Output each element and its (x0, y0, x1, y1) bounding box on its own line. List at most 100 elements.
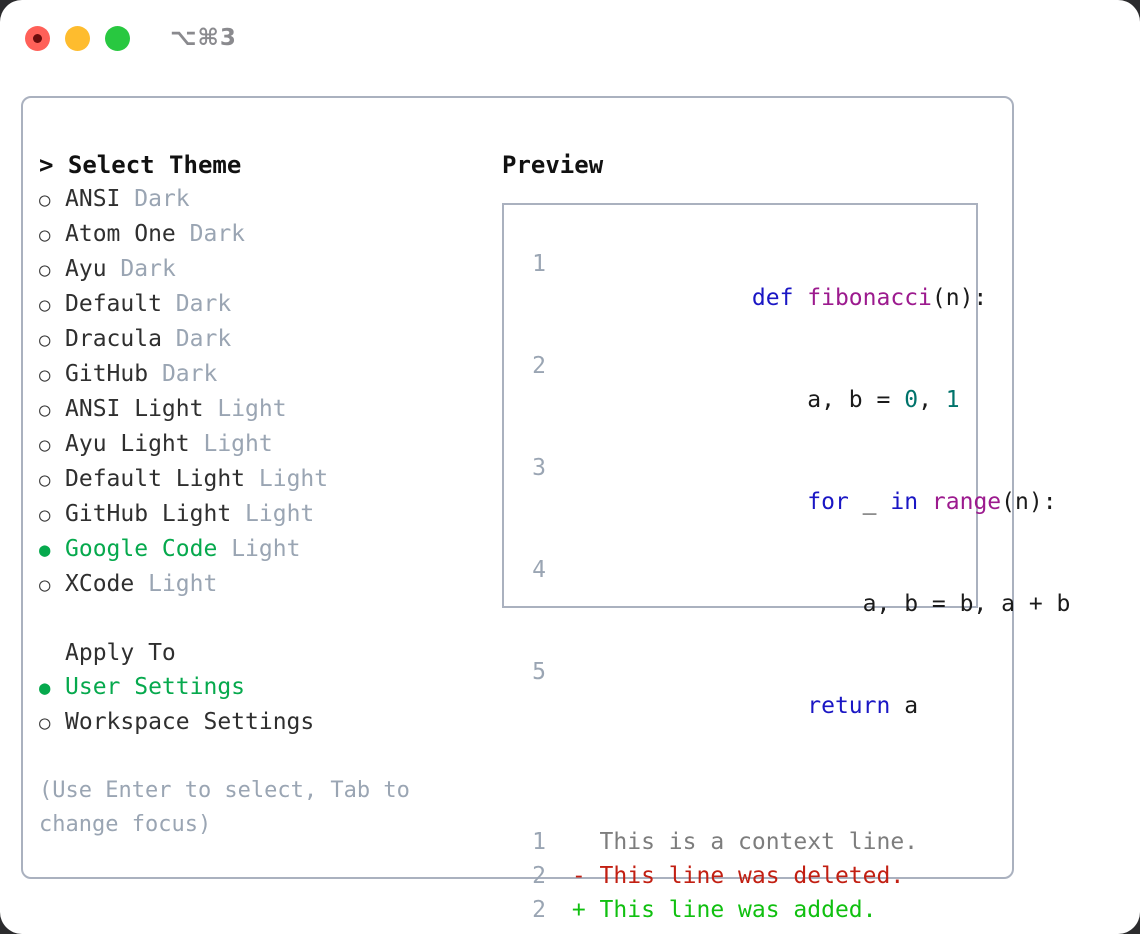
diff-content: This is a context line. (558, 829, 919, 855)
preview-spacer (516, 791, 976, 825)
code-token (918, 489, 932, 515)
theme-variant-tag (134, 567, 148, 601)
theme-variant-tag (107, 252, 121, 286)
theme-variant-label: Dark (175, 291, 232, 317)
section-spacer (39, 602, 499, 636)
theme-variant-tag (203, 392, 217, 426)
code-token: 1 (945, 387, 960, 413)
theme-name: XCode (65, 571, 135, 597)
code-line: 2 a, b = 0, 1 (516, 349, 976, 451)
theme-name: Ayu Light (65, 431, 190, 457)
code-token: range (931, 489, 1002, 515)
diff-line-removed: 2 - This line was deleted. (516, 859, 976, 893)
radio-icon: ○ (39, 574, 51, 596)
line-number: 2 (532, 897, 546, 923)
code-token: 0 (904, 387, 919, 413)
theme-variant-label: Dark (161, 361, 218, 387)
theme-list-item[interactable]: ○ GitHub Dark (39, 357, 499, 392)
radio-icon: ○ (39, 364, 51, 386)
radio-icon: ○ (39, 469, 51, 491)
apply-to-label: User Settings (65, 674, 246, 700)
theme-variant-tag (148, 357, 162, 391)
theme-list-item[interactable]: ○ XCode Light (39, 567, 499, 602)
radio-icon: ○ (39, 399, 51, 421)
theme-list-item[interactable]: ○ Ayu Dark (39, 252, 499, 287)
theme-name: Default (65, 291, 162, 317)
minimize-button[interactable] (65, 25, 90, 51)
theme-variant-label: Dark (120, 256, 176, 282)
theme-variant-label: Light (203, 431, 273, 457)
theme-list-item[interactable]: ○ Ayu Light Light (39, 427, 499, 462)
radio-icon-selected: ● (39, 539, 51, 561)
theme-list-item[interactable]: ○ ANSI Light Light (39, 392, 499, 427)
theme-variant-label: Dark (134, 186, 190, 212)
code-token: for (807, 489, 849, 515)
preview-box: 1 def fibonacci(n): 2 a, b = 0, 1 3 (502, 203, 1070, 923)
theme-variant-label: Light (148, 571, 218, 597)
theme-variant-label: Light (217, 396, 287, 422)
keyboard-shortcut-label: ⌥⌘3 (170, 25, 237, 51)
title-bar: ⌥⌘3 (0, 0, 1140, 76)
line-number: 5 (532, 659, 546, 685)
radio-icon: ○ (39, 434, 51, 456)
theme-list-item[interactable]: ○ GitHub Light Light (39, 497, 499, 532)
code-token (752, 489, 807, 515)
code-token: (n): (1001, 489, 1057, 515)
code-line: 1 def fibonacci(n): (516, 247, 987, 349)
apply-to-item[interactable]: ○ Workspace Settings (39, 705, 499, 740)
code-token: a, b = b, a + b (751, 591, 1071, 617)
code-line: 4 a, b = b, a + b (516, 553, 1070, 655)
preview-spacer (516, 757, 976, 791)
preview-heading: Preview (502, 151, 604, 179)
radio-icon: ○ (39, 329, 51, 351)
code-token: , (918, 387, 946, 413)
diff-line-context: 1 This is a context line. (516, 825, 976, 859)
theme-list-item[interactable]: ○ Dracula Dark (39, 322, 499, 357)
diff-sample: 1 This is a context line. 2 - This line … (516, 825, 976, 927)
maximize-button[interactable] (105, 25, 130, 51)
apply-to-item-selected[interactable]: ● User Settings (39, 670, 499, 705)
code-token: fibonacci (807, 285, 932, 311)
diff-content: - This line was deleted. (558, 863, 905, 889)
apply-to-heading: Apply To (65, 640, 176, 666)
diff-line-added: 2 + This line was added. (516, 893, 976, 927)
theme-variant-label: Light (245, 501, 315, 527)
code-token: return (807, 693, 891, 719)
code-token: def (751, 285, 808, 311)
line-number: 4 (532, 557, 546, 583)
line-number: 1 (532, 829, 546, 855)
apply-to-label: Workspace Settings (65, 709, 315, 735)
theme-variant-label: Dark (175, 326, 232, 352)
theme-variant-label: Light (258, 466, 329, 492)
theme-list-item[interactable]: ○ Default Light Light (39, 462, 499, 497)
code-content: for _ in range(n): (558, 451, 1057, 553)
keyboard-hint-text: (Use Enter to select, Tab to change focu… (39, 778, 424, 837)
radio-icon: ○ (39, 224, 51, 246)
select-theme-heading: > Select Theme (39, 151, 242, 179)
line-number: 1 (532, 251, 546, 277)
theme-list-item[interactable]: ○ Default Dark (39, 287, 499, 322)
theme-name: Ayu (65, 256, 107, 282)
recording-indicator-icon (33, 33, 42, 43)
radio-icon: ○ (39, 294, 51, 316)
theme-list-item-selected[interactable]: ● Google Code Light (39, 532, 499, 567)
theme-list-item[interactable]: ○ ANSI Dark (39, 182, 499, 217)
radio-icon: ○ (39, 259, 51, 281)
code-line: 3 for _ in range(n): (516, 451, 1056, 553)
theme-name: GitHub (65, 361, 149, 387)
theme-variant-label: Dark (189, 221, 246, 247)
theme-name: ANSI Light (65, 396, 204, 422)
theme-name: Google Code (65, 536, 218, 562)
code-token: a, b = (751, 387, 905, 413)
preview-column: Preview 1 def fibonacci(n): 2 a, b = 0, … (502, 148, 1070, 923)
code-line: 5 return a (516, 655, 976, 757)
code-token: _ (848, 489, 891, 515)
theme-variant-tag (217, 532, 231, 566)
code-token: in (890, 489, 919, 515)
theme-list-item[interactable]: ○ Atom One Dark (39, 217, 499, 252)
radio-icon: ○ (39, 189, 51, 211)
close-button[interactable] (25, 25, 50, 51)
theme-variant-label: Light (231, 536, 301, 562)
theme-name: Dracula (65, 326, 162, 352)
